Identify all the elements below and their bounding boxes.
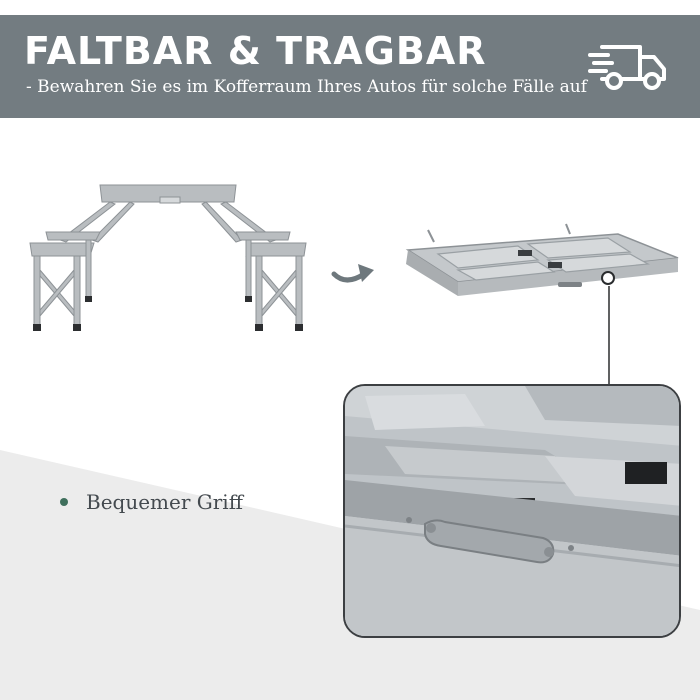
header-banner: FALTBAR & TRAGBAR - Bewahren Sie es im K…	[0, 15, 700, 118]
handle-closeup-image	[343, 384, 681, 638]
delivery-truck-icon	[588, 45, 666, 90]
feature-item: Bequemer Griff	[60, 490, 243, 514]
folded-table-image	[405, 223, 679, 296]
curved-arrow-icon	[331, 264, 374, 283]
banner-title: FALTBAR & TRAGBAR	[24, 29, 487, 73]
feature-label: Bequemer Griff	[86, 490, 243, 514]
unfolded-table-image	[29, 184, 307, 331]
bullet-dot-icon	[60, 498, 68, 506]
banner-subtitle: - Bewahren Sie es im Kofferraum Ihres Au…	[26, 77, 588, 97]
